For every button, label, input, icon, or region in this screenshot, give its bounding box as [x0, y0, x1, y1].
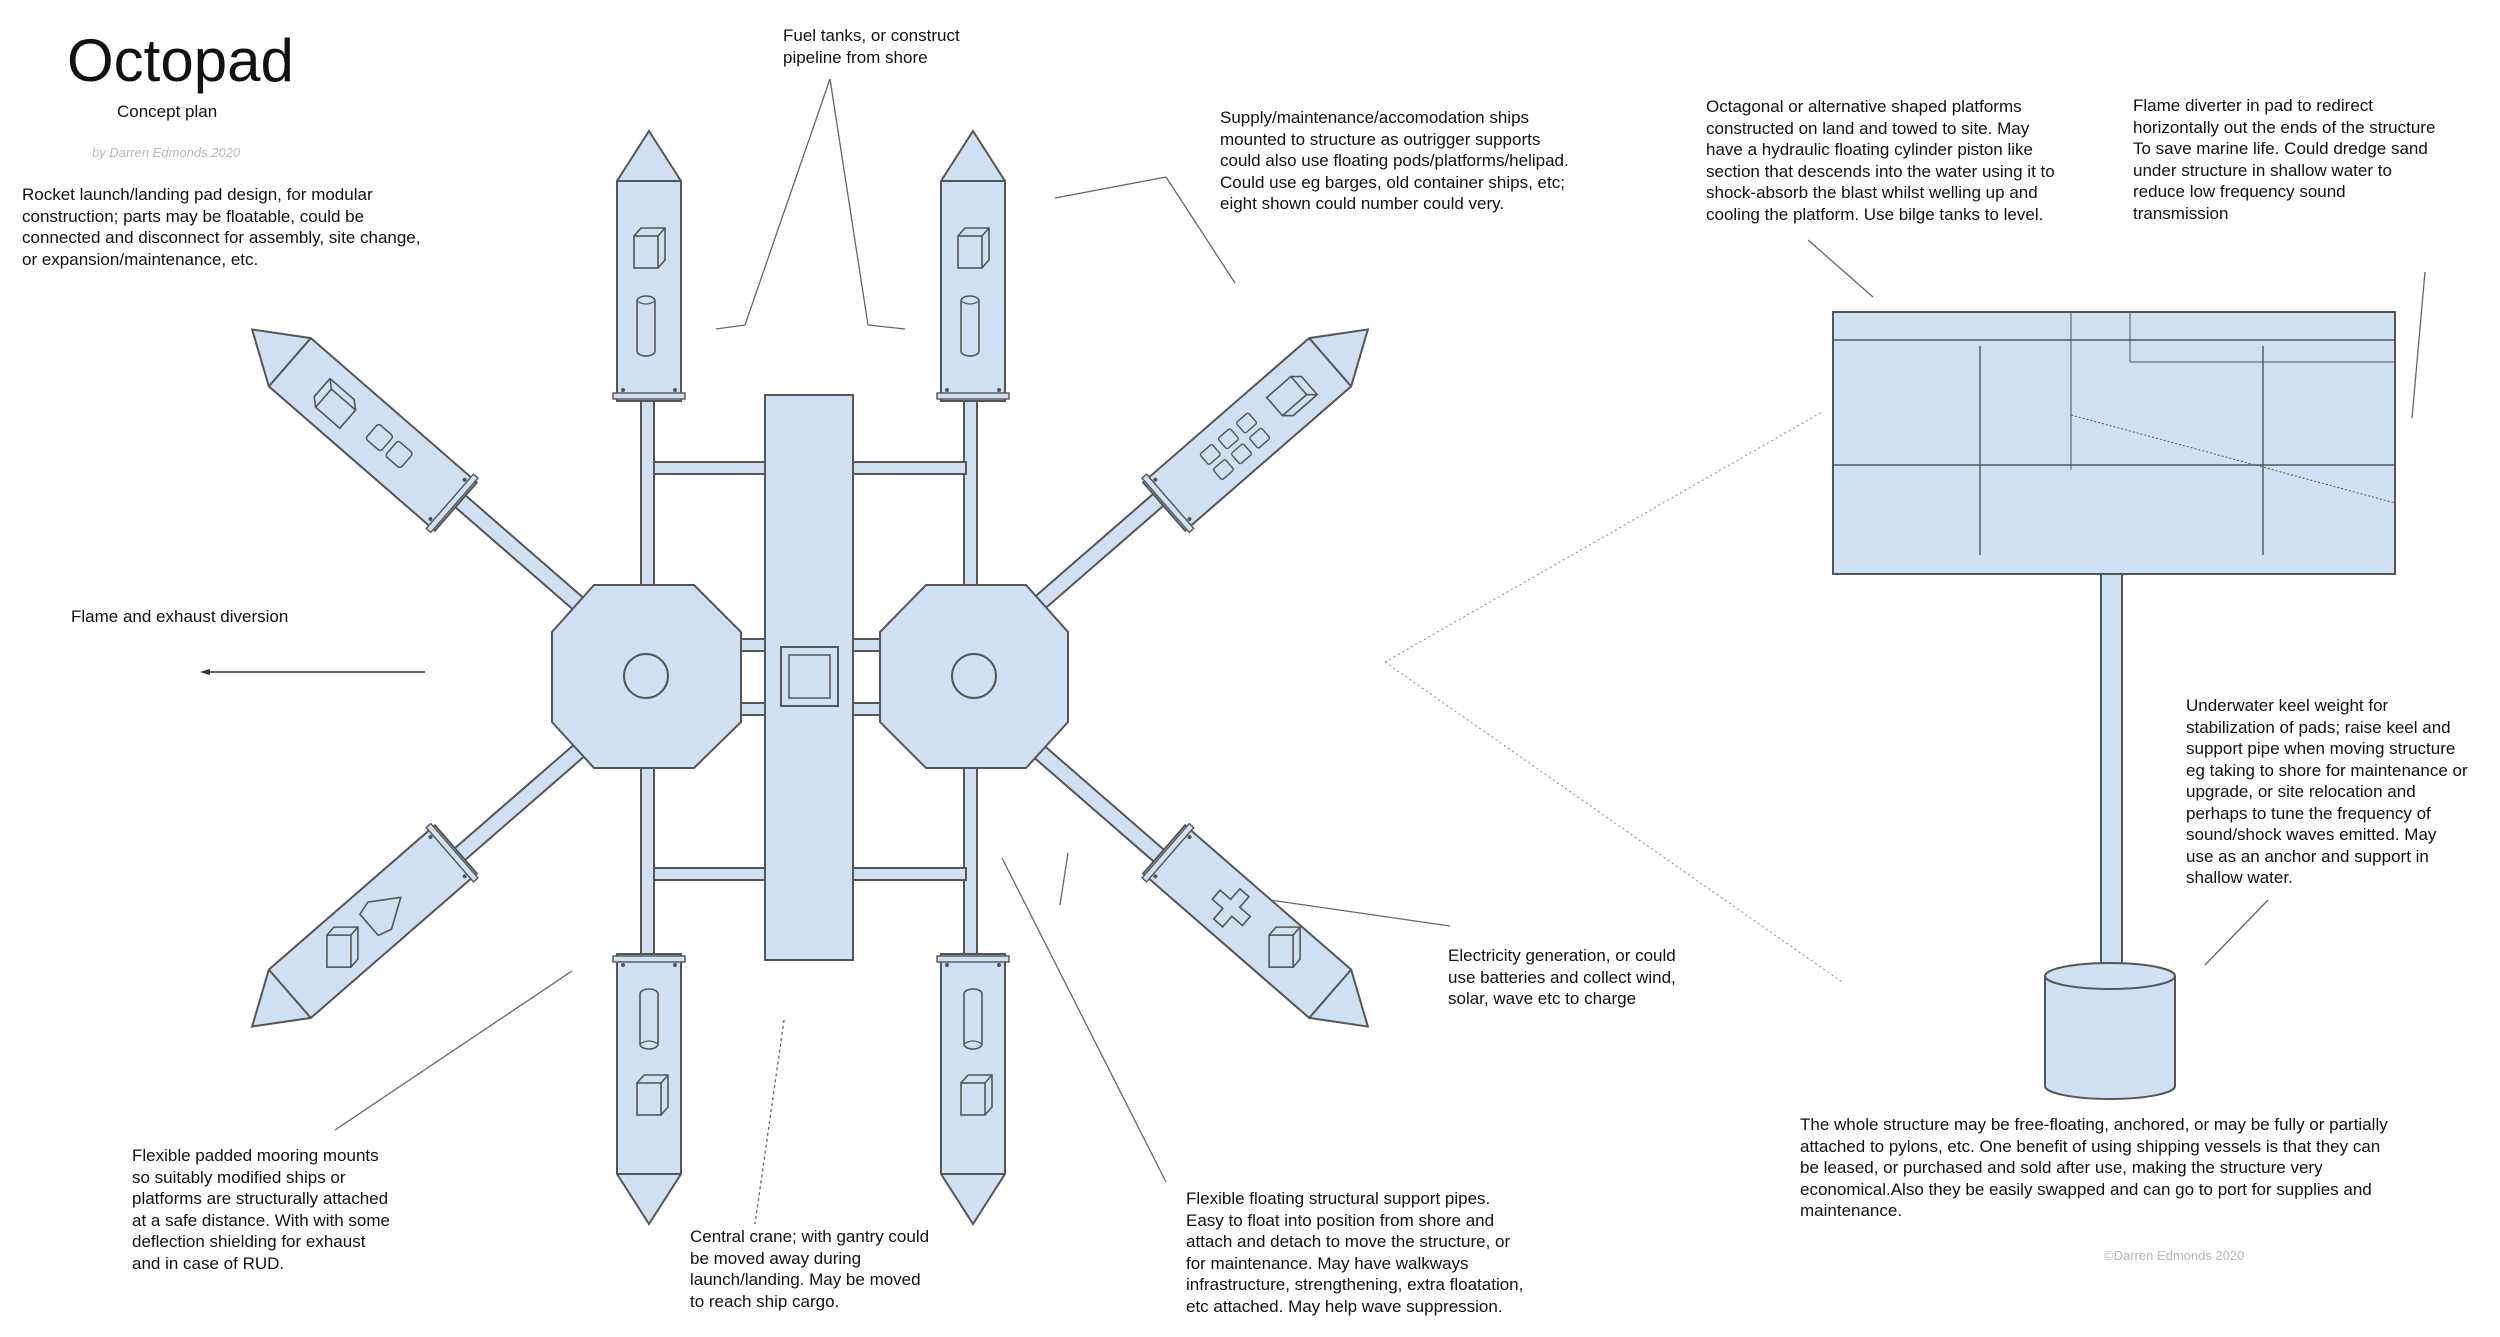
note-crane: Central crane; with gantry could be move…: [690, 1227, 930, 1311]
flame-arrow: [200, 669, 425, 675]
note-ships: Supply/maintenance/accomodation ships mo…: [1220, 108, 1569, 213]
page-title: Octopad: [67, 27, 294, 94]
central-spine: [764, 394, 854, 961]
note-flame-diverter: Flame diverter in pad to redirect horizo…: [2133, 96, 2436, 223]
note-electricity: Electricity generation, or could use bat…: [1448, 946, 1676, 1008]
projection-lines: [1384, 411, 1843, 983]
copyright: ©Darren Edmonds 2020: [2104, 1248, 2245, 1263]
note-rocket-pad: Rocket launch/landing pad design, for mo…: [22, 185, 421, 269]
leader-lines: [334, 78, 2426, 1225]
ship-upper-right: [1141, 304, 1390, 534]
ship-lower-left: [230, 822, 479, 1052]
ship-lower-right: [1141, 822, 1390, 1052]
ship-top-left: [612, 130, 686, 402]
note-flame-exhaust: Flame and exhaust diversion: [71, 607, 289, 626]
note-pipes: Flexible floating structural support pip…: [1186, 1189, 1524, 1316]
ship-bottom-right: [936, 953, 1010, 1225]
note-mooring: Flexible padded mooring mounts so suitab…: [132, 1146, 390, 1273]
octagon-pad-right: [879, 584, 1069, 769]
note-fuel: Fuel tanks, or construct pipeline from s…: [783, 26, 960, 67]
ship-top-right: [936, 130, 1010, 402]
byline: by Darren Edmonds 2020: [92, 145, 241, 160]
ship-bottom-left: [612, 953, 686, 1225]
page-subtitle: Concept plan: [117, 102, 218, 121]
note-keel: Underwater keel weight for stabilization…: [2186, 696, 2468, 887]
pad-side-view: [1832, 311, 2396, 1100]
ship-upper-left: [230, 304, 479, 534]
note-whole: The whole structure may be free-floating…: [1800, 1115, 2388, 1220]
note-octagonal: Octagonal or alternative shaped platform…: [1706, 97, 2055, 224]
octagon-pad-left: [551, 584, 742, 769]
